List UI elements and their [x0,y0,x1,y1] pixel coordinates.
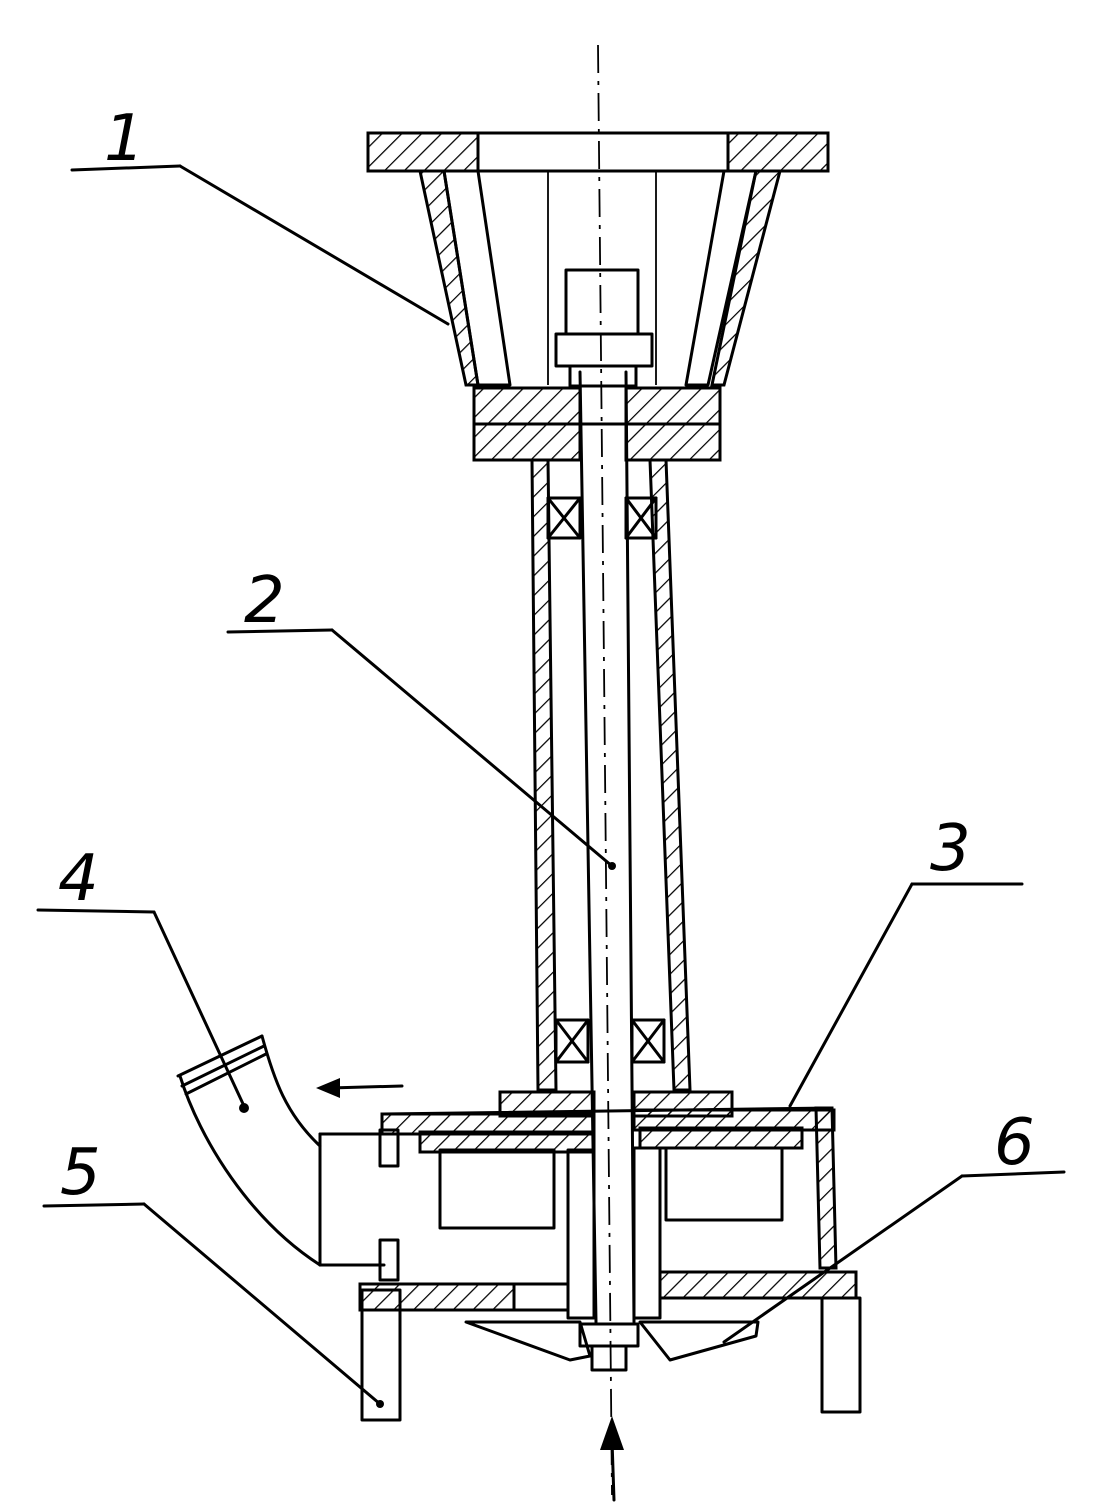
part-label-5: 5 [60,1136,101,1210]
leader-lines [36,164,1066,1408]
shaft-housing-tube [530,458,692,1092]
lower-bearing [554,1018,666,1064]
outlet-flow-arrow [316,1078,404,1098]
outlet-elbow [176,1034,386,1267]
upper-bearing [546,496,658,540]
part-label-1: 1 [104,102,145,176]
base-frame [358,1270,862,1422]
impeller-disk [380,1090,836,1154]
part-label-3: 3 [930,812,971,886]
shaft-coupling-nut [554,268,654,388]
center-axis-line [597,44,613,1496]
pump-casing [378,1106,838,1282]
inlet-flow-arrow [600,1416,624,1502]
conical-bracket [418,169,782,387]
impeller-blades [438,1146,784,1320]
part-label-4: 4 [58,842,99,916]
inlet-strainer [464,1320,760,1372]
bearing-seat-plate [472,386,722,462]
part-label-6: 6 [994,1106,1035,1180]
top-flange [366,131,830,173]
part-label-2: 2 [244,564,285,638]
